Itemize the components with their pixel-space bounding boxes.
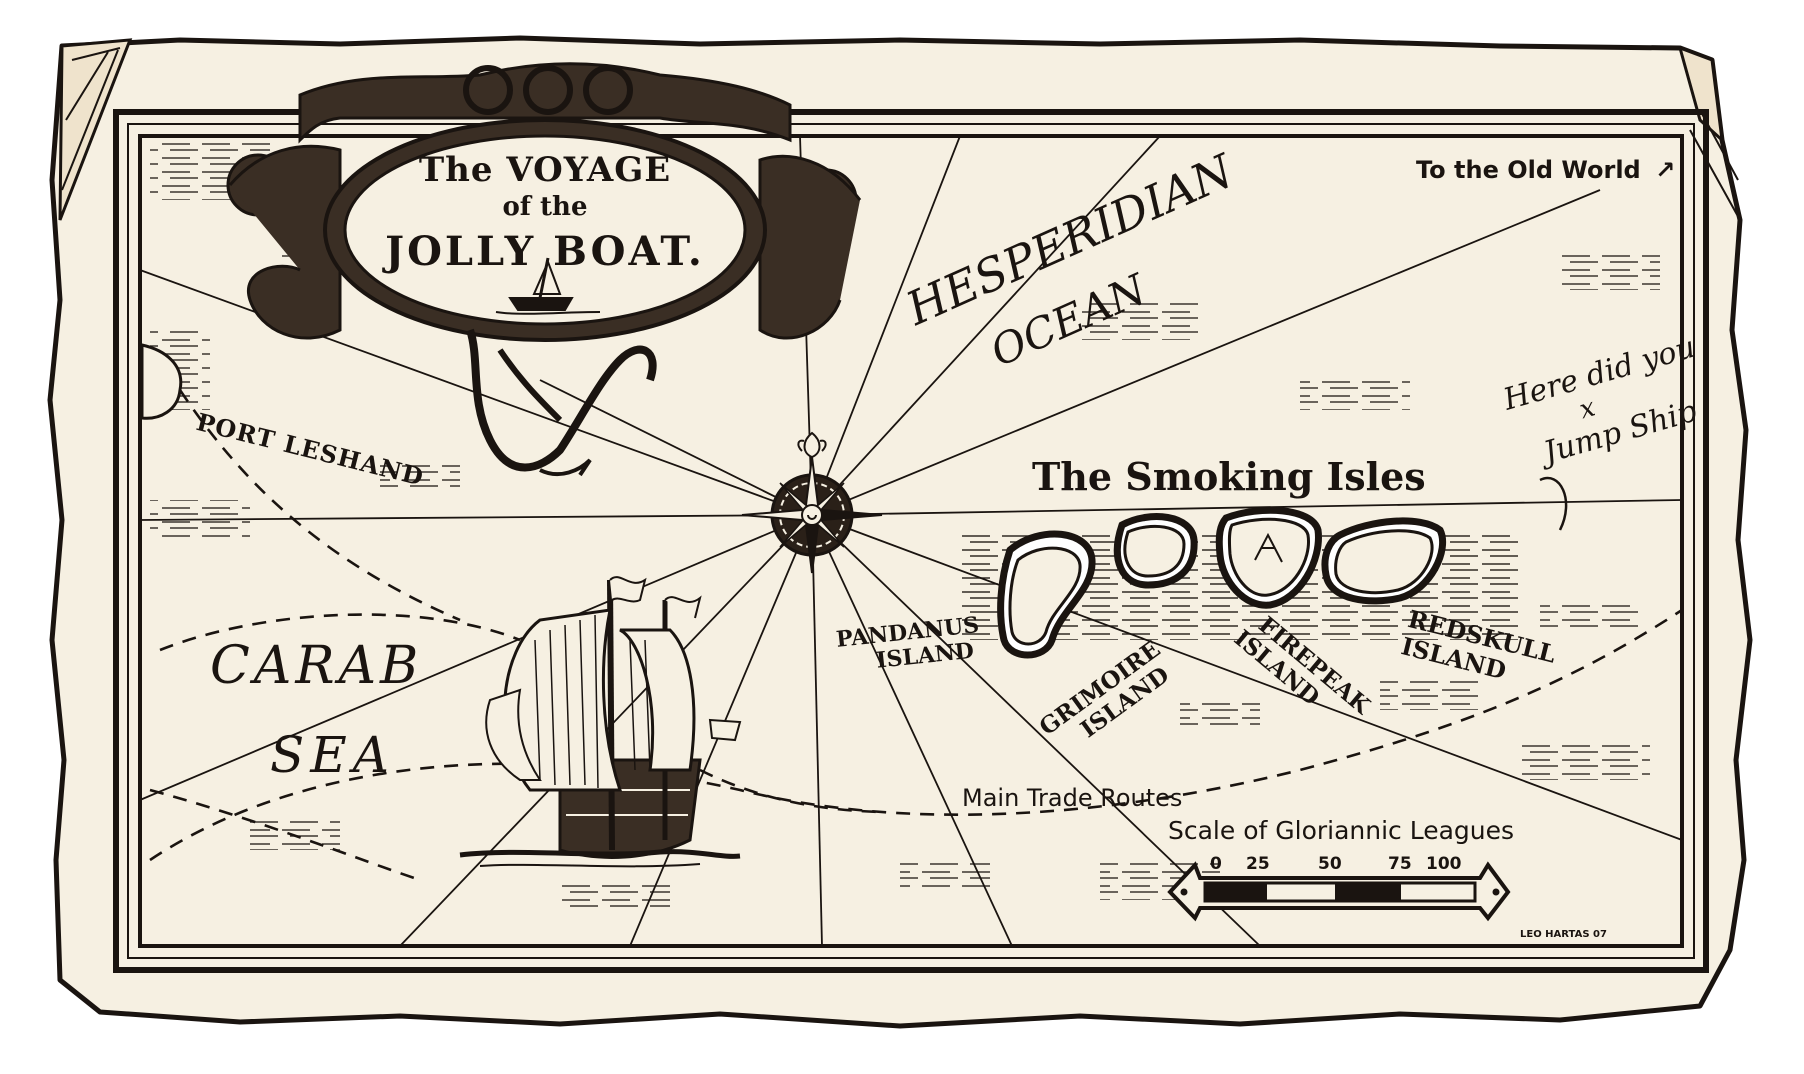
compass-rose-icon	[741, 431, 883, 574]
scale-tick-50: 50	[1318, 854, 1342, 874]
scale-tick-0: 0	[1210, 854, 1222, 874]
to-old-world-text: To the Old World	[1416, 156, 1641, 184]
sea-name-line-1: CARAB	[210, 636, 423, 696]
galleon-ship-icon	[459, 576, 742, 868]
carab-sea-label-line-2: SEA	[270, 730, 395, 780]
scale-bar	[1167, 861, 1511, 922]
title-line-2: of the	[502, 192, 588, 222]
sea-hatching	[150, 140, 1660, 910]
title-line-3: JOLLY BOAT.	[385, 228, 705, 275]
artist-signature: LEO HARTAS 07	[1520, 929, 1607, 940]
sea-name-line-2: SEA	[270, 726, 395, 784]
title-line-1: The VOYAGE	[418, 150, 672, 190]
scale-title: Scale of Gloriannic Leagues	[1168, 816, 1515, 845]
title-cartouche	[226, 62, 862, 477]
to-old-world-label: To the Old World ↗	[1416, 158, 1675, 182]
scale-tick-100: 100	[1426, 854, 1462, 874]
rowing-boat-icon	[495, 257, 601, 315]
port-leshand-coast	[140, 343, 183, 420]
trade-routes-label: Main Trade Routes	[962, 784, 1183, 812]
map-title: The VOYAGE of the JOLLY BOAT.	[345, 150, 745, 275]
smoking-isles-label: The Smoking Isles	[1032, 454, 1426, 499]
trade-routes	[149, 389, 1683, 882]
carab-sea-label: CARAB	[210, 640, 422, 692]
scale-tick-25: 25	[1246, 854, 1270, 874]
scale-tick-75: 75	[1388, 854, 1412, 874]
arrow-northeast-icon: ↗	[1655, 156, 1676, 184]
smoking-isles	[960, 506, 1520, 659]
